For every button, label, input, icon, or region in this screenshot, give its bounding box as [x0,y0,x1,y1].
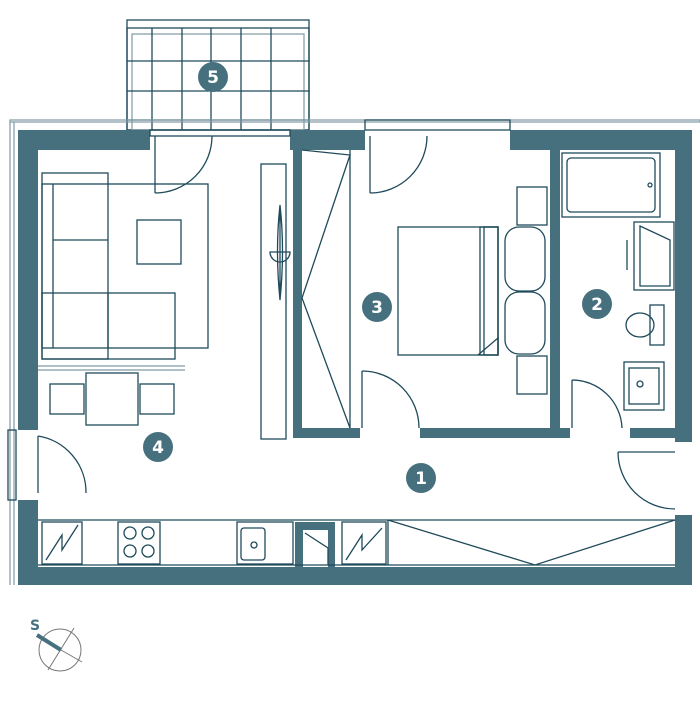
living-furniture [38,163,291,440]
room-number: 1 [415,469,427,489]
room-number: 2 [591,295,603,315]
window [7,429,17,501]
room-label-3: 3 [362,292,392,322]
room-label-4: 4 [143,432,173,462]
doors [37,135,676,510]
compass-label: S [30,618,40,634]
room-number: 4 [152,438,164,458]
walls [18,130,692,585]
bedroom-furniture [301,149,548,429]
outline [9,119,700,123]
window [364,119,511,131]
room-number: 5 [207,68,219,88]
kitchen [38,519,676,566]
compass-icon: S [30,618,83,672]
room-label-1: 1 [406,463,436,493]
window [149,129,291,137]
room-label-5: 5 [198,62,228,92]
bathroom-fixtures [561,152,675,411]
room-label-2: 2 [582,289,612,319]
room-number: 3 [371,298,383,318]
